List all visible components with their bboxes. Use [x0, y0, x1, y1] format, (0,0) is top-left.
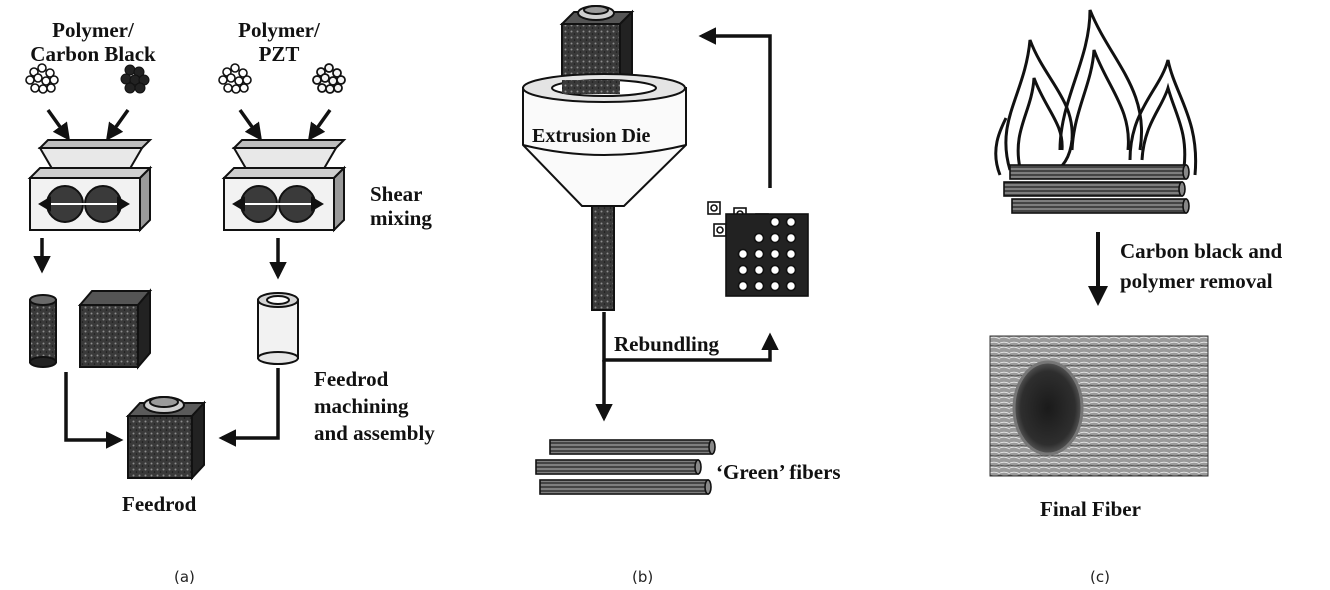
shear-mixer-left-icon [27, 139, 153, 233]
shear-mixing-line: Shear [370, 182, 423, 206]
polymer-pellets-icon [218, 63, 252, 94]
extruded-rod-icon [591, 205, 615, 311]
shear-mixing-line: mixing [370, 206, 432, 230]
feedrod-machining-line: Feedrod [314, 367, 389, 391]
feedrod-label: Feedrod [122, 492, 197, 516]
material-label-pzt: Polymer/ PZT [214, 18, 344, 66]
removal-label: Carbon black and polymer removal [1120, 236, 1282, 296]
material-label-line: PZT [258, 42, 300, 66]
carbon-block-icon [77, 288, 153, 370]
panel-a [25, 63, 347, 481]
removal-line: Carbon black and [1120, 239, 1283, 263]
caption-a: (a) [174, 568, 195, 586]
caption-b: (b) [632, 568, 654, 586]
shear-mixer-right-icon [221, 139, 347, 233]
panel-b [522, 5, 809, 495]
material-label-line: Polymer/ [52, 18, 134, 42]
feedrod-machining-line: machining [314, 394, 409, 418]
material-label-line: Carbon Black [30, 42, 156, 66]
caption-c: (c) [1090, 568, 1110, 586]
final-fiber-micrograph [989, 335, 1209, 477]
feedrod-block-icon [125, 396, 207, 481]
feed-arrows [46, 108, 332, 141]
pzt-tube-icon [257, 292, 299, 365]
panel-c [989, 9, 1209, 477]
material-label-line: Polymer/ [238, 18, 320, 42]
extrusion-die-label: Extrusion Die [532, 125, 651, 147]
shear-mixing-label: Shear mixing [370, 182, 432, 230]
feedrod-machining-line: and assembly [314, 421, 435, 445]
green-fibers-icon [535, 439, 716, 495]
flame-icon [994, 9, 1198, 177]
green-fibers-label: ‘Green’ fibers [716, 460, 841, 484]
feedrod-machining-label: Feedrod machining and assembly [314, 366, 435, 447]
rebundling-loop-arrows [595, 27, 779, 422]
carbon-rod-icon [29, 294, 57, 368]
pzt-pellets-icon [312, 63, 346, 94]
carbon-black-pellets-icon [120, 64, 150, 94]
rod-bundle-grid-icon [725, 213, 809, 297]
mix-output-arrows [33, 238, 287, 280]
polymer-pellets-icon [25, 63, 59, 94]
assembly-arrows [64, 368, 280, 449]
material-label-carbon: Polymer/ Carbon Black [18, 18, 168, 66]
final-fiber-label: Final Fiber [1040, 497, 1141, 521]
extrusion-die-icon [522, 73, 687, 207]
rebundling-label: Rebundling [614, 332, 720, 356]
burning-fibers-icon [1003, 164, 1190, 214]
removal-line: polymer removal [1120, 269, 1273, 293]
